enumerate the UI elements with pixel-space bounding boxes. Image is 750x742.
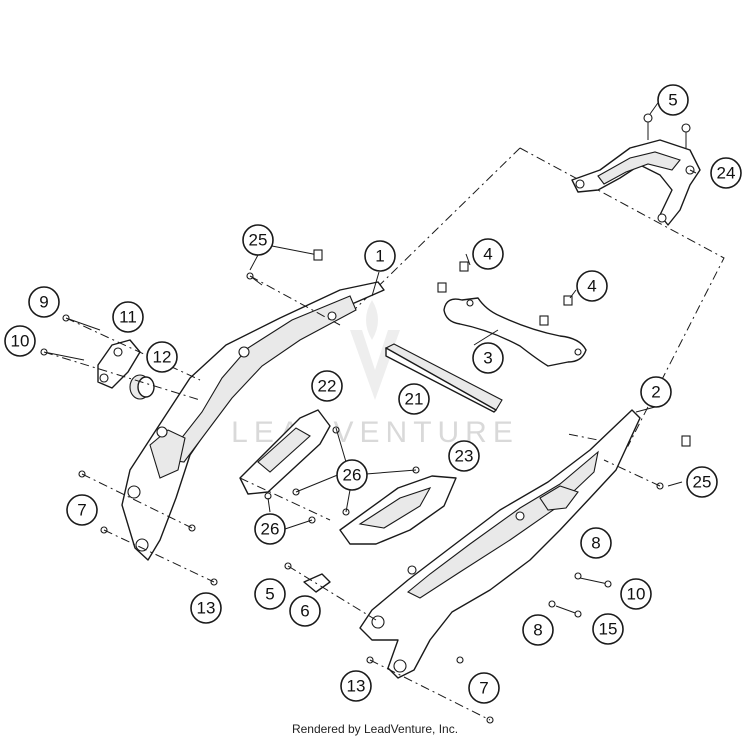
svg-text:10: 10 bbox=[11, 332, 30, 351]
callout-9: 9 bbox=[28, 286, 60, 318]
svg-text:7: 7 bbox=[77, 501, 86, 520]
svg-text:26: 26 bbox=[343, 466, 362, 485]
svg-text:8: 8 bbox=[591, 534, 600, 553]
callout-6: 6 bbox=[289, 595, 321, 627]
callout-5: 5 bbox=[657, 84, 689, 116]
callout-4: 4 bbox=[576, 270, 608, 302]
assembly-lines bbox=[43, 275, 661, 721]
part-6-clip bbox=[303, 573, 331, 593]
svg-text:1: 1 bbox=[375, 247, 384, 266]
part-4-nuts bbox=[437, 261, 573, 326]
svg-text:5: 5 bbox=[668, 91, 677, 110]
part-5-nuts-top bbox=[643, 113, 691, 148]
callout-10: 10 bbox=[4, 325, 36, 357]
callout-7: 7 bbox=[66, 494, 98, 526]
part-12-spacer bbox=[129, 374, 155, 400]
callout-11: 11 bbox=[112, 301, 144, 333]
svg-text:15: 15 bbox=[599, 620, 618, 639]
callout-15: 15 bbox=[592, 613, 624, 645]
part-23-bracket bbox=[339, 475, 457, 545]
callout-26: 26 bbox=[254, 513, 286, 545]
callout-10: 10 bbox=[620, 578, 652, 610]
part-21-rail bbox=[384, 343, 503, 413]
svg-text:12: 12 bbox=[153, 348, 172, 367]
callout-22: 22 bbox=[311, 370, 343, 402]
svg-text:3: 3 bbox=[483, 349, 492, 368]
svg-text:4: 4 bbox=[483, 245, 492, 264]
part-22-bracket bbox=[239, 409, 331, 495]
svg-text:22: 22 bbox=[318, 377, 337, 396]
callout-24: 24 bbox=[710, 157, 742, 189]
part-9-bolt bbox=[62, 314, 101, 331]
svg-text:11: 11 bbox=[119, 308, 137, 327]
part-3-plate bbox=[443, 297, 587, 367]
svg-text:13: 13 bbox=[347, 677, 366, 696]
svg-text:9: 9 bbox=[39, 293, 48, 312]
svg-text:13: 13 bbox=[197, 599, 216, 618]
svg-text:23: 23 bbox=[455, 447, 474, 466]
callout-8: 8 bbox=[580, 527, 612, 559]
svg-text:5: 5 bbox=[265, 585, 274, 604]
callout-26: 26 bbox=[336, 459, 368, 491]
callout-1: 1 bbox=[364, 240, 396, 272]
callout-23: 23 bbox=[448, 440, 480, 472]
svg-text:10: 10 bbox=[627, 585, 646, 604]
svg-text:21: 21 bbox=[405, 390, 424, 409]
callout-12: 12 bbox=[146, 341, 178, 373]
callout-7: 7 bbox=[468, 672, 500, 704]
svg-text:4: 4 bbox=[587, 277, 596, 296]
callout-8: 8 bbox=[522, 614, 554, 646]
part-1-left-subframe bbox=[121, 281, 385, 561]
part-10-bolt-left bbox=[40, 348, 85, 361]
svg-text:2: 2 bbox=[651, 383, 660, 402]
part-10-bolt-right bbox=[579, 577, 612, 588]
part-11-mount-bracket bbox=[97, 339, 141, 389]
svg-text:24: 24 bbox=[717, 164, 736, 183]
part-15-bolt bbox=[555, 605, 582, 618]
svg-text:25: 25 bbox=[249, 231, 268, 250]
svg-text:26: 26 bbox=[261, 520, 280, 539]
svg-text:25: 25 bbox=[693, 473, 712, 492]
part-25-bolt-right bbox=[656, 435, 691, 490]
part-8-washers bbox=[548, 572, 582, 608]
callout-3: 3 bbox=[472, 342, 504, 374]
callout-21: 21 bbox=[398, 383, 430, 415]
svg-text:8: 8 bbox=[533, 621, 542, 640]
callout-13: 13 bbox=[190, 592, 222, 624]
svg-text:6: 6 bbox=[300, 602, 309, 621]
callout-25: 25 bbox=[242, 224, 274, 256]
callout-4: 4 bbox=[472, 238, 504, 270]
callout-13: 13 bbox=[340, 670, 372, 702]
callout-leaders bbox=[249, 99, 697, 531]
part-24-rack-bracket bbox=[571, 139, 701, 226]
svg-text:7: 7 bbox=[479, 679, 488, 698]
footer-credit: Rendered by LeadVenture, Inc. bbox=[291, 722, 459, 736]
part-2-right-subframe bbox=[359, 409, 641, 679]
callout-5: 5 bbox=[254, 578, 286, 610]
callout-2: 2 bbox=[640, 376, 672, 408]
callout-25: 25 bbox=[686, 466, 718, 498]
